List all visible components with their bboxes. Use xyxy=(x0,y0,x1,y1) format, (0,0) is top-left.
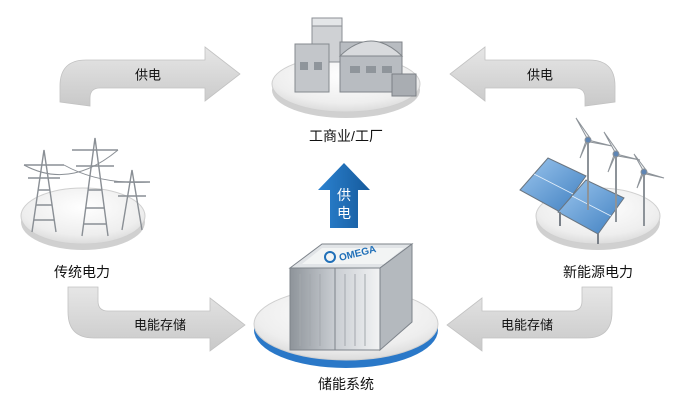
solar-panel-icon xyxy=(519,157,625,244)
arrow-bottom-left xyxy=(67,286,246,352)
factory-label: 工商业/工厂 xyxy=(309,128,383,144)
storage-label: 储能系统 xyxy=(318,376,374,392)
arrow-top-left-label: 供电 xyxy=(134,67,162,83)
arrow-center-up-label-line1: 供 xyxy=(337,187,351,203)
arrow-center-up-label: 供 电 xyxy=(336,186,352,222)
renewable-label: 新能源电力 xyxy=(563,264,633,280)
arrow-center-up-label-line2: 电 xyxy=(337,205,351,221)
arrow-top-right-label: 供电 xyxy=(526,67,554,83)
arrow-center-up xyxy=(318,163,370,228)
wind-turbine-icon xyxy=(575,117,665,226)
transmission-tower-icon xyxy=(23,137,151,237)
arrow-top-left xyxy=(59,46,241,107)
arrow-bottom-right-label: 电能存储 xyxy=(500,317,554,333)
arrow-top-right xyxy=(449,46,616,107)
arrow-bottom-right xyxy=(446,286,613,352)
grid-label: 传统电力 xyxy=(54,264,110,280)
factory-icon xyxy=(294,17,417,97)
arrow-bottom-left-label: 电能存储 xyxy=(133,317,187,333)
grid-platform xyxy=(20,187,146,250)
storage-container-icon: OMEGA xyxy=(288,243,414,352)
